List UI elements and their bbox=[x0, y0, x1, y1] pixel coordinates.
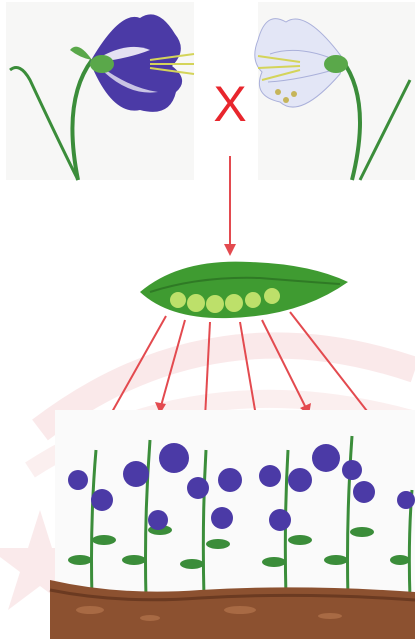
offspring-background bbox=[55, 410, 415, 610]
